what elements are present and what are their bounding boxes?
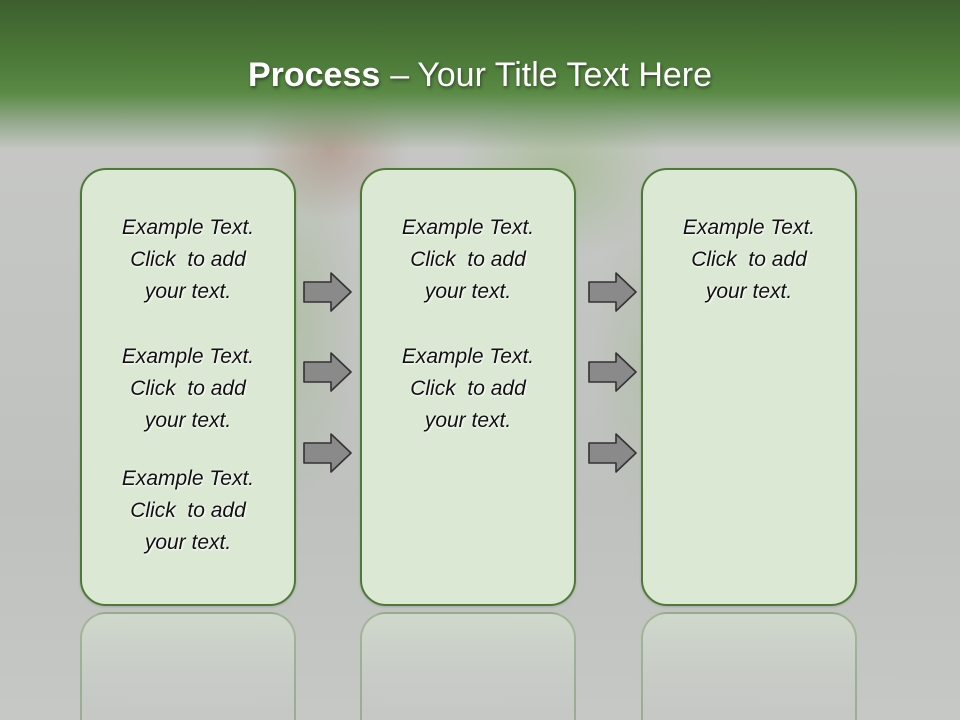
- text-line: Click to add: [130, 377, 246, 400]
- text-line: Example Text.: [401, 345, 535, 368]
- right-arrow-icon: [588, 352, 637, 392]
- text-line: Example Text.: [121, 216, 255, 239]
- column-2-reflection: [360, 612, 576, 720]
- slide-title[interactable]: Process–Your Title Text Here: [0, 52, 960, 98]
- title-strong: Process: [247, 56, 381, 94]
- text-line: Click to add: [410, 377, 526, 400]
- text-line: Click to add: [410, 248, 526, 271]
- process-box-3[interactable]: Example Text. Click to add your text.: [641, 168, 857, 606]
- text-placeholder[interactable]: Example Text. Click to add your text.: [82, 341, 294, 437]
- text-placeholder[interactable]: Example Text. Click to add your text.: [82, 463, 294, 559]
- text-line: your text.: [144, 409, 232, 432]
- right-arrow-icon: [303, 272, 352, 312]
- right-arrow-icon: [588, 433, 637, 473]
- process-box-1[interactable]: Example Text. Click to add your text. Ex…: [80, 168, 296, 606]
- text-line: Click to add: [130, 248, 246, 271]
- text-line: Example Text.: [121, 345, 255, 368]
- text-line: your text.: [424, 409, 512, 432]
- text-placeholder[interactable]: Example Text. Click to add your text.: [643, 212, 855, 308]
- title-rest: Your Title Text Here: [417, 56, 713, 94]
- title-dash: –: [390, 56, 410, 94]
- text-line: Example Text.: [401, 216, 535, 239]
- text-line: your text.: [705, 280, 793, 303]
- right-arrow-icon: [303, 352, 352, 392]
- text-line: Example Text.: [121, 467, 255, 490]
- title-bar: [0, 0, 960, 150]
- right-arrow-icon: [303, 433, 352, 473]
- text-line: your text.: [144, 531, 232, 554]
- column-3-reflection: [641, 612, 857, 720]
- text-line: Click to add: [130, 499, 246, 522]
- text-placeholder[interactable]: Example Text. Click to add your text.: [362, 212, 574, 308]
- text-line: your text.: [144, 280, 232, 303]
- process-box-2[interactable]: Example Text. Click to add your text. Ex…: [360, 168, 576, 606]
- text-line: Example Text.: [682, 216, 816, 239]
- column-1-reflection: [80, 612, 296, 720]
- text-placeholder[interactable]: Example Text. Click to add your text.: [362, 341, 574, 437]
- text-line: your text.: [424, 280, 512, 303]
- text-line: Click to add: [691, 248, 807, 271]
- text-placeholder[interactable]: Example Text. Click to add your text.: [82, 212, 294, 308]
- right-arrow-icon: [588, 272, 637, 312]
